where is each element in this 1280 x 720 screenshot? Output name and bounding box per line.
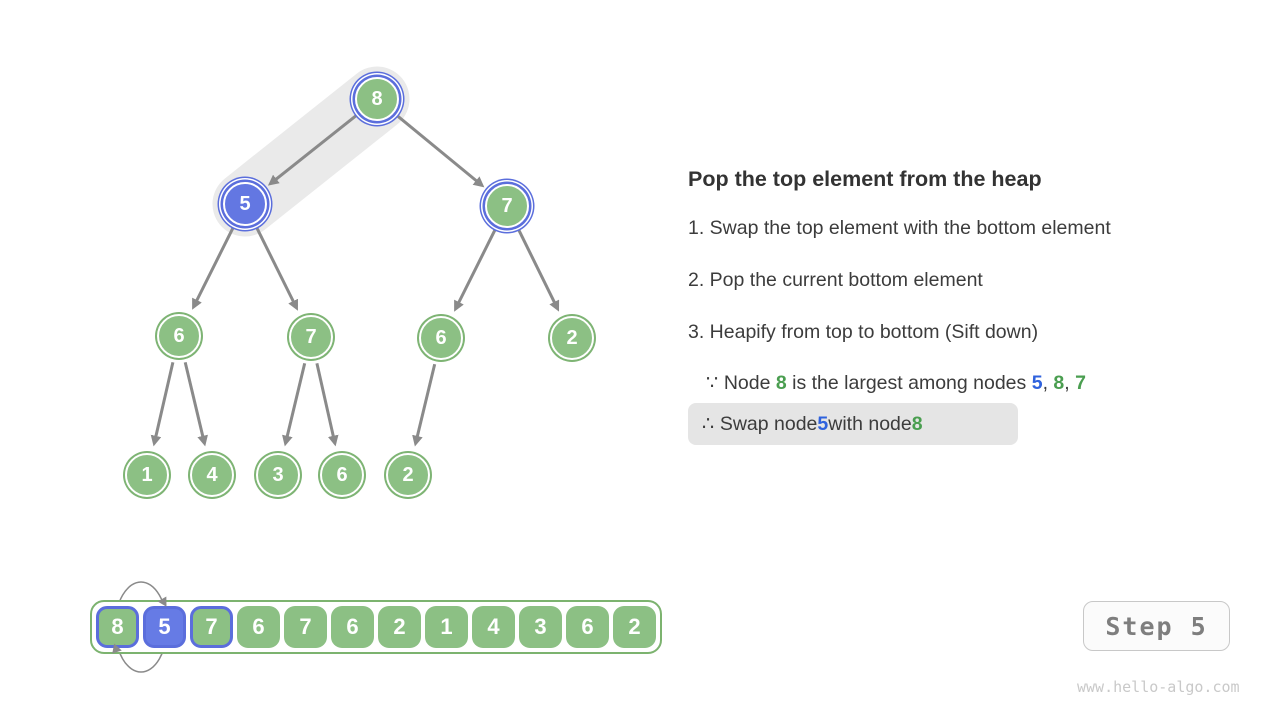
array-cell: 3 bbox=[519, 606, 562, 648]
page-title: Pop the top element from the heap bbox=[688, 167, 1042, 191]
step-item-3: 3. Heapify from top to bottom (Sift down… bbox=[688, 321, 1039, 343]
array-cell: 6 bbox=[237, 606, 280, 648]
tree-node: 1 bbox=[125, 453, 169, 497]
therefore-text: with node bbox=[828, 412, 912, 435]
tree-edge bbox=[454, 229, 497, 312]
node-ref-blue: 5 bbox=[1031, 372, 1043, 394]
tree-edges bbox=[150, 114, 560, 447]
tree-node: 3 bbox=[256, 453, 300, 497]
tree-edge bbox=[412, 363, 437, 447]
tree-node: 6 bbox=[419, 316, 463, 360]
tree-edge bbox=[192, 227, 235, 310]
array-cell: 2 bbox=[378, 606, 421, 648]
because-text: is the largest among nodes bbox=[786, 372, 1032, 394]
tree-edge bbox=[150, 361, 175, 447]
tree-node: 7 bbox=[289, 315, 333, 359]
array-cell: 6 bbox=[566, 606, 609, 648]
step-badge: Step 5 bbox=[1083, 601, 1230, 651]
tree-edge bbox=[255, 227, 298, 311]
array-container: 8 5 7 6 7 6 2 1 4 3 6 2 bbox=[90, 600, 662, 654]
tree-edge bbox=[517, 229, 560, 312]
therefore-text: ∴ Swap node bbox=[702, 413, 818, 435]
node-ref-green: 7 bbox=[1075, 372, 1086, 394]
node-ref-blue: 5 bbox=[817, 412, 829, 435]
therefore-highlight-box: ∴ Swap node 5 with node 8 bbox=[688, 403, 1018, 445]
because-text: , bbox=[1042, 372, 1054, 394]
tree-edge bbox=[183, 361, 208, 447]
array-cell: 8 bbox=[96, 606, 139, 648]
array-cell: 4 bbox=[472, 606, 515, 648]
tree-node: 4 bbox=[190, 453, 234, 497]
array-cell: 6 bbox=[331, 606, 374, 648]
tree-edge bbox=[282, 362, 307, 447]
step-item-2: 2. Pop the current bottom element bbox=[688, 269, 983, 291]
because-line: ∵ Node 8 is the largest among nodes 5, 8… bbox=[706, 372, 1086, 394]
tree-edge bbox=[315, 362, 339, 447]
tree-edge bbox=[396, 115, 485, 188]
node-ref-green: 8 bbox=[775, 372, 787, 394]
tree-edge bbox=[267, 114, 357, 186]
tree-node: 6 bbox=[320, 453, 364, 497]
step-item-1: 1. Swap the top element with the bottom … bbox=[688, 217, 1111, 239]
tree-node: 5 bbox=[223, 182, 267, 226]
tree-node: 2 bbox=[550, 316, 594, 360]
tree-node: 7 bbox=[485, 184, 529, 228]
tree-node-root: 8 bbox=[355, 77, 399, 121]
because-text: , bbox=[1064, 372, 1076, 394]
tree-node: 6 bbox=[157, 314, 201, 358]
array-cell: 5 bbox=[143, 606, 186, 648]
because-text: ∵ Node bbox=[706, 372, 776, 394]
node-ref-green: 8 bbox=[911, 412, 923, 435]
array-cell: 7 bbox=[190, 606, 233, 648]
node-ref-green: 8 bbox=[1053, 372, 1065, 394]
array-cell: 1 bbox=[425, 606, 468, 648]
watermark: www.hello-algo.com bbox=[1077, 678, 1240, 696]
array-cell: 7 bbox=[284, 606, 327, 648]
tree-node: 2 bbox=[386, 453, 430, 497]
array-cell: 2 bbox=[613, 606, 656, 648]
